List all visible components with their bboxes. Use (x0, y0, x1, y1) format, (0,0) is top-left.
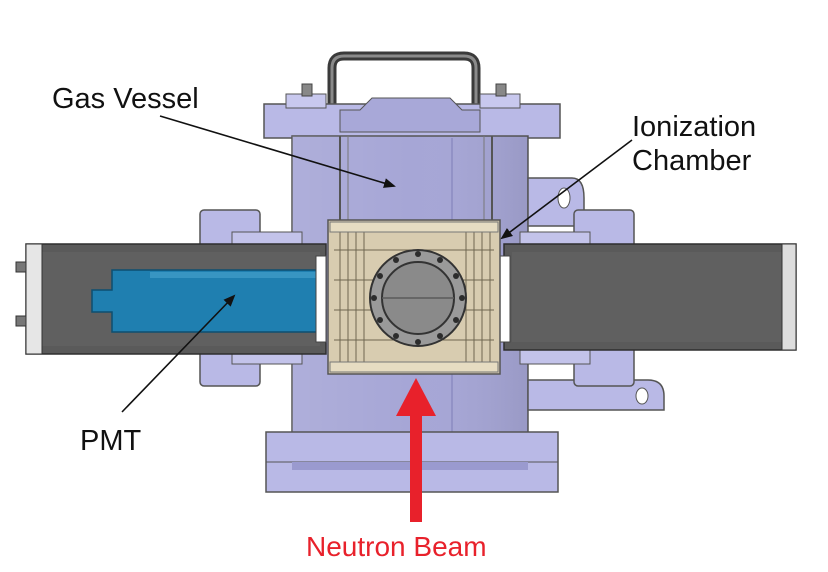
ionization-chamber-leader (500, 139, 633, 240)
ionization-label-line2: Chamber (632, 145, 752, 177)
vessel-dome (339, 97, 481, 133)
neutron-beam-label: Neutron Beam (306, 531, 487, 562)
ionization-label-line1: Ionization (632, 111, 757, 143)
pmt-label: PMT (80, 425, 142, 457)
ionization-chamber-label: Ionization Chamber (632, 110, 756, 178)
pmt-body (91, 269, 319, 333)
gas-vessel-leader (159, 115, 396, 188)
pmt-leader (121, 294, 236, 413)
neutron-beam-arrow (396, 378, 436, 522)
gas-vessel-label: Gas Vessel (52, 83, 199, 115)
